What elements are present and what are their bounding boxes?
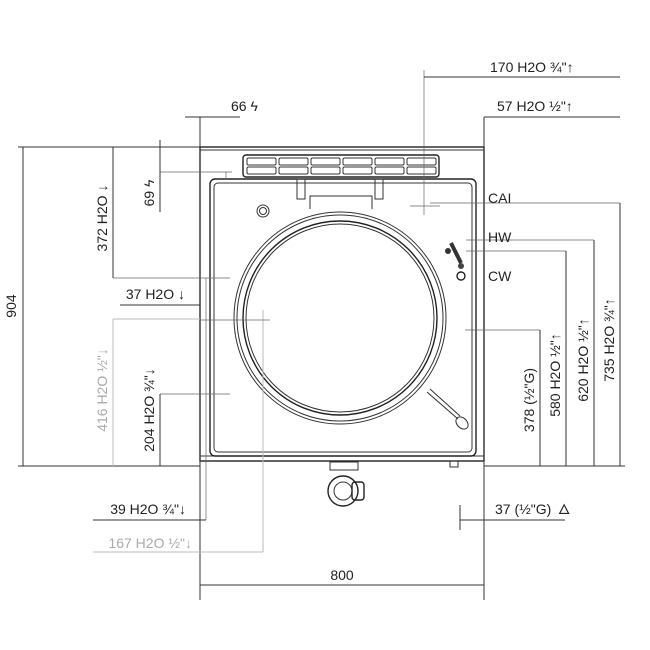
dim-gas-378: 378 (½"G) (521, 368, 537, 432)
door-hinge (296, 178, 384, 209)
dim-water-37: 37 H2O ↓ (126, 286, 185, 302)
water-valves (445, 242, 466, 281)
drain-pump (327, 460, 459, 507)
vent-slot (342, 157, 373, 166)
control-panel-vents (242, 154, 440, 178)
vent-slot (374, 166, 405, 175)
dim-water-580: 580 H2O ½"↑ (547, 333, 563, 417)
vent-slot (310, 157, 341, 166)
vent-slot (278, 166, 309, 175)
label-cai: CAI (488, 190, 511, 206)
dim-height-total: 904 (3, 294, 19, 318)
vent-slot (246, 157, 277, 166)
vent-slot (406, 157, 437, 166)
dim-water-204: 204 H2O ¾"↓ (141, 368, 157, 452)
vent-slot (278, 157, 309, 166)
flame-icon: 🜂 (558, 501, 570, 517)
label-hw: HW (488, 229, 512, 245)
door-handle[interactable] (426, 388, 470, 431)
vent-slot (406, 166, 437, 175)
dim-water-416: 416 H2O ½"↓ (94, 348, 110, 432)
vent-slot (246, 166, 277, 175)
vent-slot (342, 166, 373, 175)
dim-water-735: 735 H2O ¾"↑ (601, 298, 617, 382)
dim-gas-37: 37 (½"G) (495, 501, 551, 517)
dim-elec-69: 69 ϟ (141, 179, 157, 206)
dim-elec-66: 66 ϟ (231, 98, 258, 114)
dim-water-620: 620 H2O ½"↑ (575, 318, 591, 402)
dim-water-39: 39 H2O ¾"↓ (110, 501, 186, 517)
dim-width-total: 800 (330, 567, 354, 583)
dim-water-372: 372 H2O ↓ (94, 185, 110, 252)
vent-slot (310, 166, 341, 175)
dimension-lines (18, 76, 625, 586)
dim-water-57: 57 H2O ½"↑ (497, 98, 573, 114)
machine-body (199, 146, 485, 462)
dim-water-170: 170 H2O ¾"↑ (490, 59, 574, 75)
dim-water-167: 167 H2O ½"↓ (108, 535, 192, 551)
indicator-light (256, 204, 270, 218)
label-cw: CW (488, 268, 512, 284)
door[interactable] (233, 211, 447, 425)
vent-slot (374, 157, 405, 166)
